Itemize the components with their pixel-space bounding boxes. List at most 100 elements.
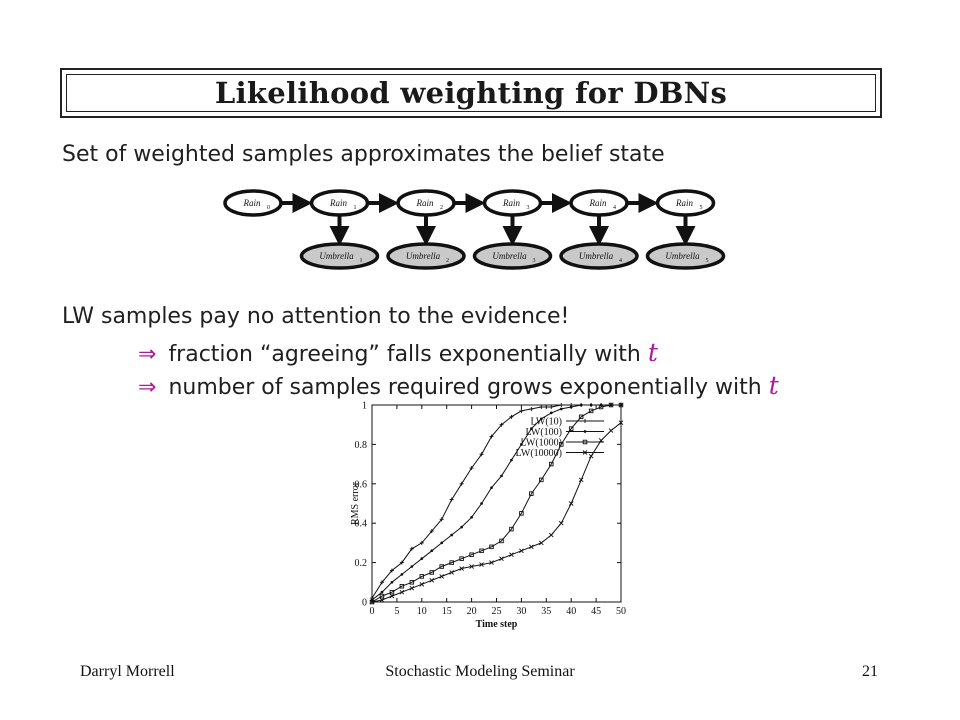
data-point: [582, 439, 588, 445]
data-point: [568, 426, 574, 431]
x-tick-label: 35: [541, 606, 551, 617]
data-point: [419, 574, 425, 579]
data-point: [559, 403, 564, 407]
rain-node-shape: [655, 189, 716, 217]
data-point: [499, 538, 504, 544]
slide-title-frame: Likelihood weighting for DBNs: [66, 74, 876, 112]
series-lw10000: [369, 420, 624, 605]
rain-node-subscript: 2: [440, 205, 443, 211]
data-point: [520, 443, 523, 446]
data-point: [470, 515, 473, 519]
data-point: [430, 549, 434, 553]
x-tick-label: 50: [616, 606, 626, 617]
rain-node-label: Rain: [589, 198, 607, 208]
y-tick-label: 0.2: [355, 558, 368, 569]
data-point: [548, 532, 554, 538]
data-point: [479, 452, 484, 457]
data-point: [499, 422, 504, 427]
data-point: [618, 420, 624, 426]
data-point: [479, 548, 484, 554]
data-point: [558, 442, 564, 447]
slide-title-box: Likelihood weighting for DBNs: [60, 68, 882, 118]
data-point: [579, 403, 583, 407]
bullet-fraction: ⇒ fraction “agreeing” falls exponentially…: [138, 338, 658, 367]
data-point: [389, 593, 395, 599]
data-point: [400, 573, 404, 576]
data-point: [459, 556, 464, 561]
y-tick-label: 0.8: [355, 440, 368, 451]
legend-label: LW(10): [531, 417, 562, 428]
data-point: [459, 481, 464, 486]
data-point: [409, 580, 415, 585]
data-point: [489, 434, 494, 439]
rain-node-shape: [569, 189, 629, 217]
umbrella-node-label: Umbrella: [406, 251, 441, 261]
series-line: [371, 404, 621, 601]
bullet-samples-text: number of samples required grows exponen…: [168, 375, 769, 400]
rain-node-shape: [482, 189, 543, 217]
data-point: [480, 502, 483, 505]
rain-node-shape: [223, 189, 283, 217]
legend-label: LW(10000): [516, 448, 562, 459]
data-point: [583, 430, 587, 433]
data-point: [618, 402, 624, 408]
data-point: [429, 578, 435, 583]
data-point: [479, 562, 484, 567]
data-point: [509, 526, 514, 532]
data-point: [559, 407, 563, 411]
bullet-fraction-text: fraction “agreeing” falls exponentially …: [168, 342, 648, 367]
data-point: [380, 590, 384, 594]
umbrella-node-subscript: 3: [533, 258, 536, 264]
umbrella-node-shape: [299, 242, 380, 270]
data-point: [509, 552, 514, 558]
bullet-samples: ⇒number of samples required grows expone…: [138, 371, 779, 400]
rain-node-subscript: 0: [267, 205, 270, 211]
data-point: [582, 450, 588, 455]
data-point: [529, 544, 534, 550]
data-point: [469, 466, 474, 471]
x-tick-label: 5: [394, 606, 399, 617]
data-point: [588, 408, 594, 414]
data-point: [510, 458, 513, 462]
time-variable: t: [647, 338, 658, 367]
x-tick-label: 0: [370, 606, 375, 617]
time-variable: t: [768, 371, 779, 400]
data-point: [439, 517, 444, 522]
footer-page-number: 21: [862, 663, 878, 680]
data-point: [499, 556, 504, 561]
data-point: [379, 580, 384, 585]
data-point: [489, 544, 494, 550]
data-point: [589, 403, 593, 407]
umbrella-node-shape: [472, 242, 553, 270]
y-tick-label: 0.6: [355, 479, 368, 490]
umbrella-node-label: Umbrella: [665, 251, 700, 261]
data-point: [583, 419, 587, 423]
data-point: [588, 453, 594, 459]
series-line: [371, 404, 621, 599]
rain-node-subscript: 3: [527, 205, 530, 211]
plot-frame: [371, 404, 622, 603]
data-point: [568, 501, 574, 506]
series-line: [371, 404, 621, 603]
data-point: [549, 404, 554, 409]
x-tick-label: 45: [591, 606, 601, 617]
umbrella-node-label: Umbrella: [492, 251, 527, 261]
implies-arrow-icon: ⇒: [138, 342, 157, 367]
umbrella-node-subscript: 1: [360, 258, 363, 264]
legend-label: LW(1000): [521, 438, 562, 449]
data-point: [389, 568, 394, 573]
rain-node-label: Rain: [675, 198, 693, 208]
x-tick-label: 15: [442, 606, 452, 617]
data-point: [419, 540, 424, 545]
series-line: [371, 422, 622, 603]
x-tick-label: 25: [492, 606, 502, 617]
data-point: [529, 406, 534, 411]
